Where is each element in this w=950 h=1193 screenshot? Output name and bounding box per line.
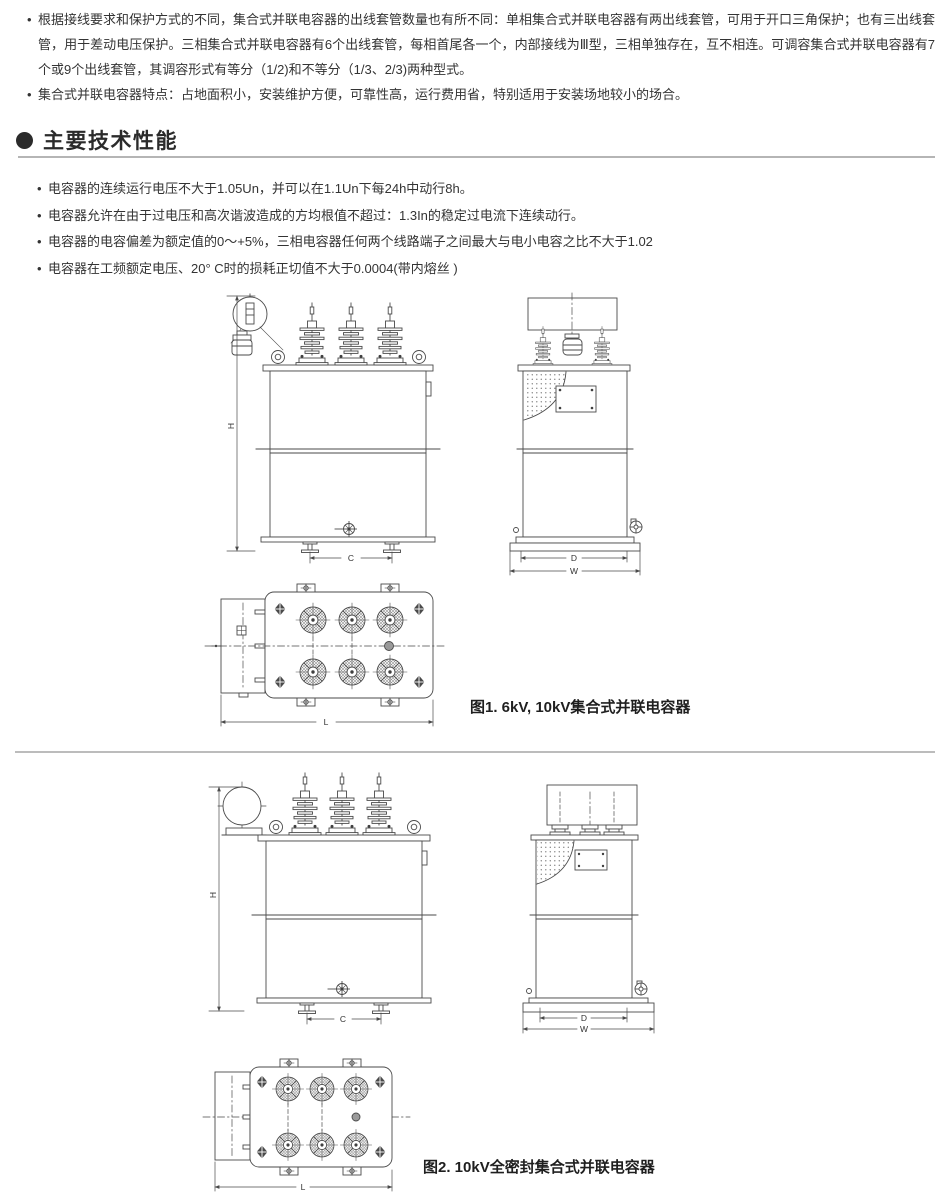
section-header: 主要技术性能 <box>16 125 178 155</box>
intro-bullet-1: 根据接线要求和保护方式的不同，集合式并联电容器的出线套管数量也有所不同：单相集合… <box>27 7 935 82</box>
section-bullet-icon <box>16 131 33 149</box>
fig1-side-view: D W <box>509 292 643 576</box>
spec-bullet-3: 电容器的电容偏差为额定值的0～+5%，三相电容器任何两个线路端子之间最大与电小电… <box>37 229 935 256</box>
spec-bullet-4: 电容器在工频额定电压、20° C时的损耗正切值不大于0.0004(带内熔丝 ) <box>37 256 935 283</box>
svg-text:C: C <box>348 553 354 563</box>
svg-text:H: H <box>208 892 218 898</box>
svg-text:C: C <box>340 1014 346 1024</box>
svg-text:L: L <box>324 717 329 727</box>
fig2-front-view: H C <box>208 772 437 1025</box>
intro-section: 根据接线要求和保护方式的不同，集合式并联电容器的出线套管数量也有所不同：单相集合… <box>27 7 935 107</box>
fig2-side-view: D W <box>522 784 655 1034</box>
section-title: 主要技术性能 <box>43 130 178 153</box>
fig1-dim-base-depth: D <box>520 550 628 563</box>
intro-bullet-2: 集合式并联电容器特点：占地面积小，安装维护方便，可靠性高，运行费用省，特别适用于… <box>27 82 935 107</box>
svg-text:D: D <box>581 1013 587 1023</box>
fig1-dim-foot-span: C <box>309 551 393 564</box>
fig2-top-view: L <box>202 1058 411 1192</box>
section-underline <box>18 156 935 158</box>
svg-text:W: W <box>570 566 578 576</box>
fig2-caption: 图2. 10kV全密封集合式并联电容器 <box>423 1159 655 1176</box>
spec-bullet-1: 电容器的连续运行电压不大于1.05Un，并可以在1.1Un下每24h中动行8h。 <box>37 176 935 203</box>
fig1-caption: 图1. 6kV, 10kV集合式并联电容器 <box>470 699 691 716</box>
fig2-dim-base-width: W <box>522 1011 655 1034</box>
fig1-front-view: H C <box>226 293 441 564</box>
fig2-dim-length: L <box>214 1161 393 1192</box>
fig1-dim-base-width: W <box>509 550 641 576</box>
svg-text:H: H <box>226 423 236 429</box>
spec-bullet-2: 电容器允许在由于过电压和高次谐波造成的方均根值不超过：1.3In的稳定过电流下连… <box>37 203 935 230</box>
fig1-top-view: L <box>204 583 448 727</box>
fig2-dim-base-depth: D <box>539 1007 628 1023</box>
fig1-dim-length: L <box>220 694 434 727</box>
fig2-drawing: H C <box>202 772 655 1192</box>
fig2-dim-foot-span: C <box>306 1012 382 1025</box>
fig1-drawing: H C <box>204 292 643 727</box>
fig1-dim-height: H <box>226 295 256 552</box>
svg-text:W: W <box>580 1024 588 1034</box>
fig2-dim-height: H <box>208 786 245 1012</box>
spec-section: 电容器的连续运行电压不大于1.05Un，并可以在1.1Un下每24h中动行8h。… <box>37 176 935 282</box>
svg-text:L: L <box>301 1182 306 1192</box>
svg-text:D: D <box>571 553 577 563</box>
figure-divider-line <box>15 751 935 753</box>
